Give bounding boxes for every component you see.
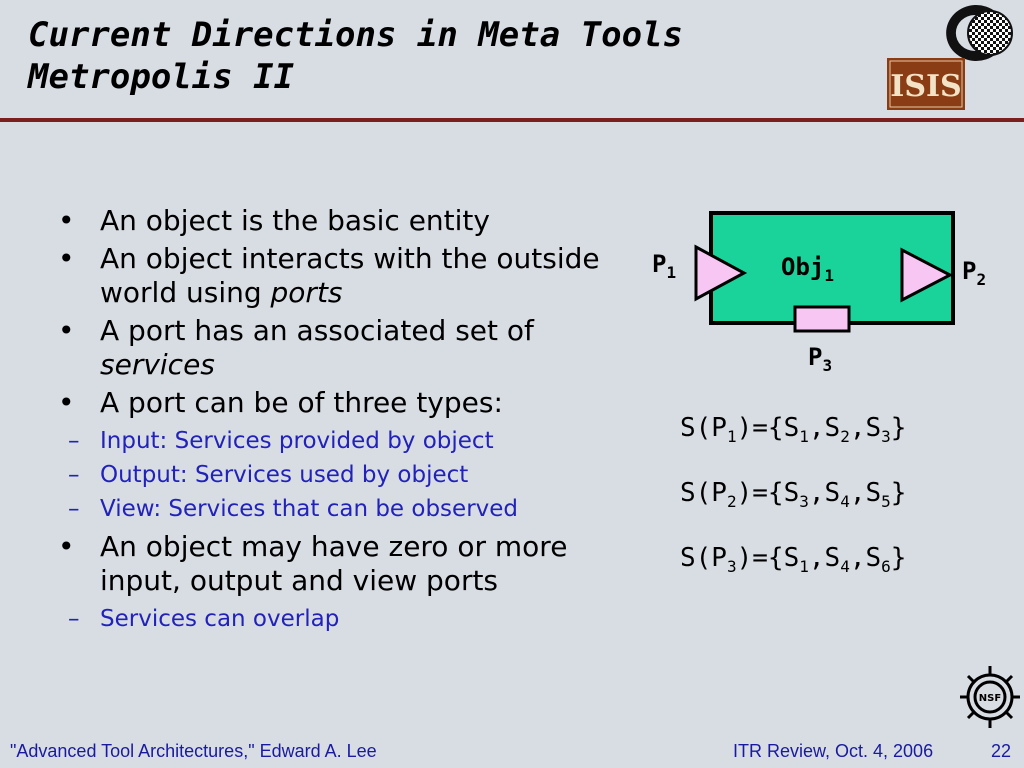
sub-bullet-text: Output: Services used by object [100, 462, 469, 488]
bullet-text: A port can be of three types: [100, 386, 503, 419]
bullet-text: An object interacts with the outside wor… [100, 242, 600, 309]
nsf-seal-icon: NSF [960, 666, 1020, 728]
footer-event: ITR Review, Oct. 4, 2006 [733, 741, 934, 761]
bullet-text: An object is the basic entity [100, 204, 490, 237]
service-set-row: S(P2)={S3,S4,S5} [680, 478, 907, 512]
object-label: Obj1 [781, 253, 834, 285]
sub-bullet-item: –Output: Services used by object [58, 458, 648, 492]
sub-bullet-text: Services can overlap [100, 606, 340, 632]
sub-bullet-list: –Input: Services provided by object –Out… [58, 424, 648, 526]
bullet-list: • An object is the basic entity • An obj… [58, 204, 648, 640]
port-p3-box [793, 305, 851, 333]
dash-glyph: – [68, 462, 80, 488]
slide-title-line2: Metropolis II [28, 57, 295, 97]
service-sets: S(P1)={S1,S2,S3} S(P2)={S3,S4,S5} S(P3)=… [680, 400, 906, 596]
bullet-glyph: • [58, 204, 75, 237]
isis-logo-text: ISIS [890, 69, 961, 104]
dash-glyph: – [68, 496, 80, 522]
dash-glyph: – [68, 428, 80, 454]
port-p1-triangle [694, 244, 748, 302]
port-p1-label: P1 [652, 250, 677, 282]
c-checker-logo-icon [946, 5, 1013, 62]
bullet-item: • An object interacts with the outside w… [58, 242, 648, 310]
sub-bullet-item: –View: Services that can be observed [58, 492, 648, 526]
title-divider [0, 118, 1024, 122]
bullet-glyph: • [58, 242, 75, 275]
service-set-row: S(P1)={S1,S2,S3} [680, 413, 907, 447]
bullet-item: • A port can be of three types: [58, 386, 648, 420]
isis-logo-icon: ISIS [887, 58, 965, 110]
bullet-item: • A port has an associated set of servic… [58, 314, 648, 382]
bullet-item: • An object is the basic entity [58, 204, 648, 238]
sub-bullet-item: –Input: Services provided by object [58, 424, 648, 458]
port-p2-triangle [900, 247, 954, 303]
bullet-item: • An object may have zero or more input,… [58, 530, 648, 598]
bullet-glyph: • [58, 530, 75, 563]
port-p3-label: P3 [808, 343, 833, 375]
object-ports-diagram: Obj1 P1 P2 P3 [640, 205, 1010, 385]
port-p2-label: P2 [962, 257, 987, 289]
sub-bullet-text: Input: Services provided by object [100, 428, 494, 454]
service-set-row: S(P3)={S1,S4,S6} [680, 543, 907, 577]
diagram-shapes [694, 211, 955, 333]
bullet-glyph: • [58, 314, 75, 347]
slide-title: Current Directions in Meta Tools Metropo… [28, 14, 683, 98]
dash-glyph: – [68, 606, 80, 632]
bullet-text: A port has an associated set of [100, 314, 534, 347]
sub-bullet-text: View: Services that can be observed [100, 496, 519, 522]
sub-bullet-list: –Services can overlap [58, 602, 648, 636]
footer-page-number: 22 [991, 741, 1012, 761]
slide-title-line1: Current Directions in Meta Tools [28, 15, 684, 55]
bullet-text-emphasis: ports [270, 276, 343, 309]
bullet-glyph: • [58, 386, 75, 419]
bullet-text: An object may have zero or more input, o… [100, 530, 568, 597]
nsf-seal-text: NSF [979, 693, 1001, 704]
sub-bullet-item: –Services can overlap [58, 602, 648, 636]
bullet-text-emphasis: services [100, 348, 215, 381]
footer-citation: "Advanced Tool Architectures," Edward A.… [10, 741, 377, 761]
